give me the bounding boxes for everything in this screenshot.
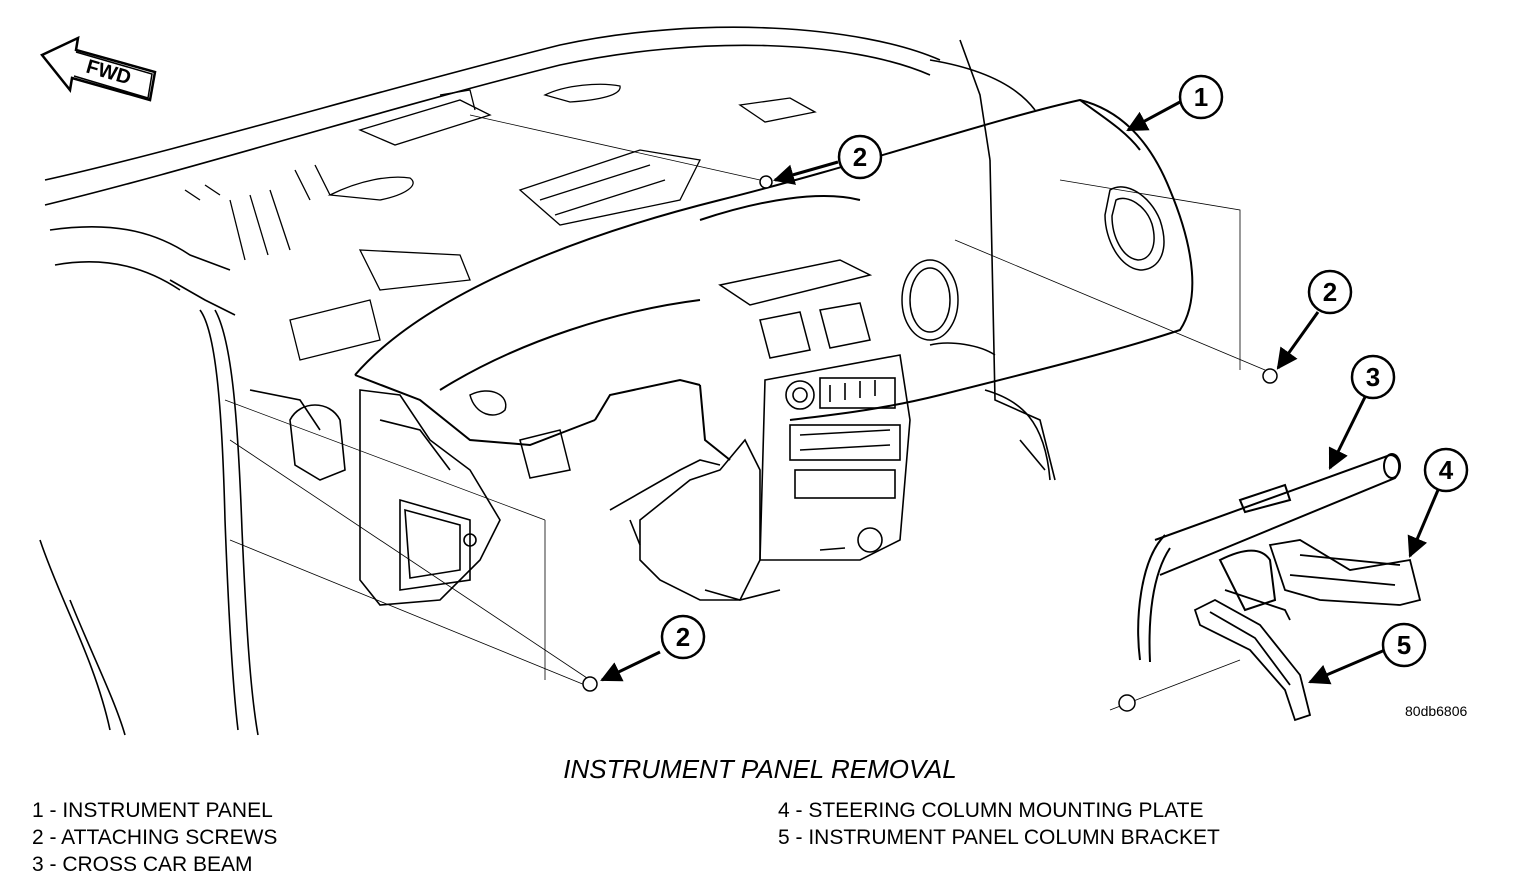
screw-icon (1262, 368, 1278, 384)
legend-item: 2 - ATTACHING SCREWS (32, 826, 278, 849)
cross-car-beam (1137, 453, 1401, 663)
lower-panel (609, 438, 781, 601)
steering-column-mounting-plate (1224, 539, 1422, 621)
callout-2-right: 2 (1307, 269, 1353, 315)
vehicle-body-outline (39, 26, 1056, 736)
screw-icon (1118, 694, 1136, 712)
figure-title: INSTRUMENT PANEL REMOVAL (563, 754, 957, 784)
legend-item: 5 - INSTRUMENT PANEL COLUMN BRACKET (778, 826, 1220, 849)
callout-2-upper: 2 (837, 134, 883, 180)
callout-number: 2 (676, 622, 690, 652)
callout-number: 3 (1366, 362, 1380, 392)
instrument-panel-diagram: FWD (39, 26, 1469, 736)
fwd-arrow-icon: FWD (40, 35, 157, 102)
legend-right: 4 - STEERING COLUMN MOUNTING PLATE 5 - I… (778, 797, 1220, 851)
legend-item: 4 - STEERING COLUMN MOUNTING PLATE (778, 799, 1204, 822)
instrument-panel (354, 98, 1194, 461)
callout-3: 3 (1350, 354, 1396, 400)
legend-item: 1 - INSTRUMENT PANEL (32, 799, 273, 822)
cowl-details (184, 83, 817, 361)
callout-number: 1 (1194, 82, 1208, 112)
callout-1: 1 (1178, 74, 1224, 120)
screw-icon (582, 676, 598, 692)
callout-2-lower: 2 (660, 614, 706, 660)
column-bracket (1193, 598, 1312, 722)
legend-left: 1 - INSTRUMENT PANEL 2 - ATTACHING SCREW… (32, 797, 277, 878)
callout-number: 4 (1439, 455, 1454, 485)
alignment-lines (224, 114, 1266, 711)
dash-openings (469, 186, 1165, 479)
screw-icon (759, 175, 773, 189)
callout-number: 2 (853, 142, 867, 172)
callout-4: 4 (1423, 447, 1469, 493)
center-stack (759, 354, 911, 561)
figure-reference-code: 80db6806 (1405, 703, 1468, 719)
left-end-bracket (249, 389, 501, 606)
callout-number: 2 (1323, 277, 1337, 307)
legend-item: 3 - CROSS CAR BEAM (32, 853, 253, 876)
attaching-screws (582, 175, 1278, 712)
callout-arrows (600, 100, 1440, 685)
callout-number: 5 (1397, 630, 1411, 660)
callout-5: 5 (1381, 622, 1427, 668)
